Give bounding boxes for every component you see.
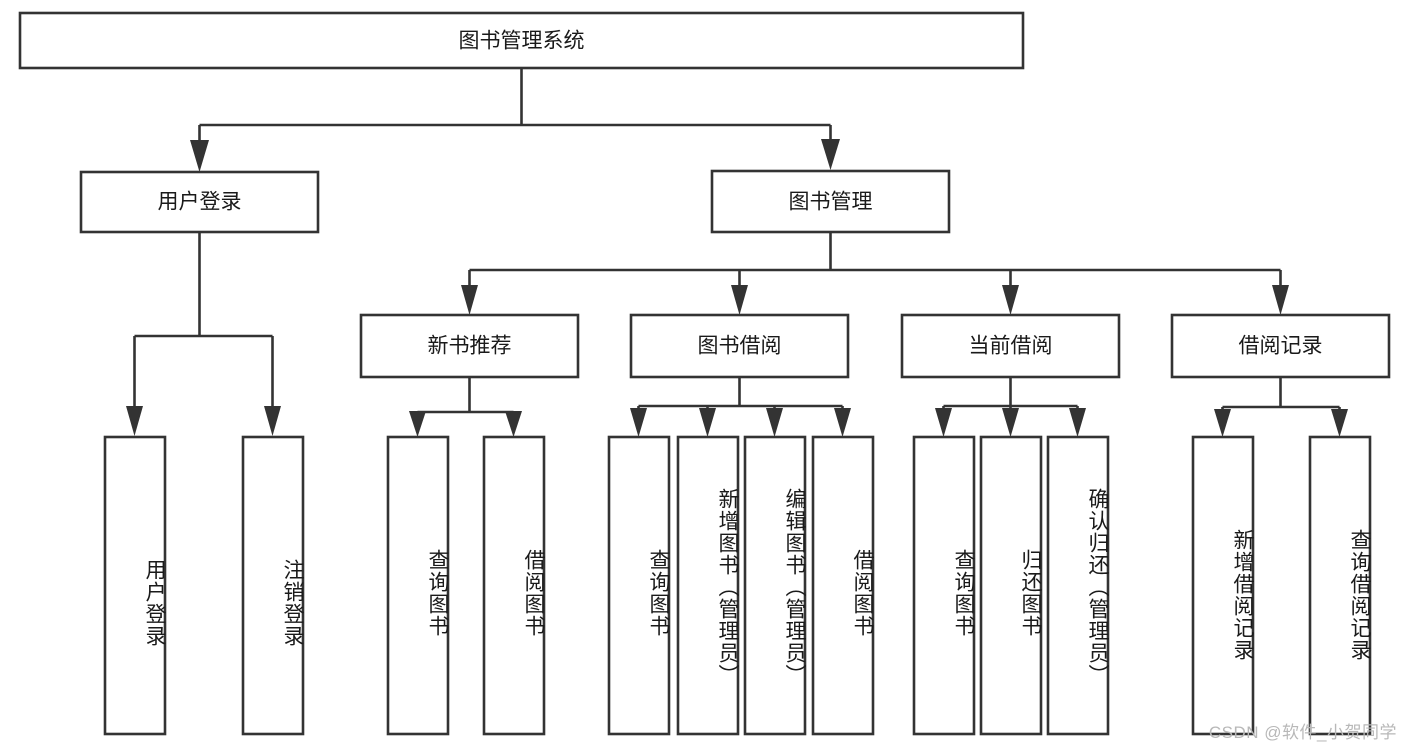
node-box-root[interactable]: [18, 11, 1025, 70]
node-layer: 图书管理系统 用户登录 图书管理 新书推荐 图书借阅 当前借阅 借阅记录: [18, 11, 1391, 736]
node-box-leaf-12[interactable]: [1191, 435, 1255, 736]
arrow-current-leaf10: [1002, 408, 1019, 437]
arrow-bookmgmt-current: [1002, 285, 1019, 315]
node-label-leaf-13: 查询借阅记录: [1348, 529, 1371, 661]
node-label-leaf-10: 归还图书: [1019, 549, 1042, 637]
node-label-leaf-1: 用户登录: [143, 559, 166, 647]
node-label-records: 借阅记录: [1239, 335, 1323, 358]
node-label-borrow: 图书借阅: [698, 335, 782, 358]
node-box-newbook[interactable]: [359, 313, 580, 379]
arrow-root-to-login: [190, 140, 209, 172]
node-label-leaf-4: 借阅图书: [522, 549, 545, 637]
node-box-login[interactable]: [79, 170, 320, 234]
node-label-leaf-5: 查询图书: [647, 549, 670, 637]
arrow-records-leaf12: [1214, 409, 1231, 437]
arrow-borrow-leaf5: [630, 408, 647, 437]
node-label-leaf-2: 注销登录: [281, 559, 304, 647]
node-box-leaf-3[interactable]: [386, 435, 450, 736]
node-label-current: 当前借阅: [969, 335, 1053, 358]
arrow-bookmgmt-records: [1272, 285, 1289, 315]
connector-layer: [126, 68, 1348, 437]
arrow-login-leaf2: [264, 406, 281, 436]
arrow-bookmgmt-borrow: [731, 285, 748, 315]
arrow-records-leaf13: [1331, 409, 1348, 437]
node-box-leaf-4[interactable]: [482, 435, 546, 736]
node-label-login: 用户登录: [158, 191, 242, 214]
node-box-leaf-13[interactable]: [1308, 435, 1372, 736]
node-label-leaf-6: 新增图书（管理员）: [716, 488, 739, 686]
node-label-leaf-12: 新增借阅记录: [1231, 529, 1254, 661]
node-label-root: 图书管理系统: [459, 30, 585, 53]
node-label-bookmgmt: 图书管理: [789, 191, 873, 214]
arrow-current-leaf9: [935, 408, 952, 437]
arrow-borrow-leaf8: [834, 408, 851, 437]
arrow-current-leaf11: [1069, 408, 1086, 437]
watermark-text: CSDN @软件_小贺同学: [1208, 723, 1397, 742]
arrow-login-leaf1: [126, 406, 143, 436]
node-box-bookmgmt[interactable]: [710, 169, 951, 234]
arrow-borrow-leaf7: [766, 408, 783, 437]
arrow-borrow-leaf6: [699, 408, 716, 437]
node-box-leaf-8[interactable]: [811, 435, 875, 736]
arrow-newbook-leaf3: [409, 411, 426, 437]
node-box-leaf-11[interactable]: [1046, 435, 1110, 736]
node-label-leaf-11: 确认归还（管理员）: [1086, 488, 1109, 686]
node-label-leaf-9: 查询图书: [952, 549, 975, 637]
arrow-bookmgmt-newbook: [461, 285, 478, 315]
node-box-borrow[interactable]: [629, 313, 850, 379]
node-label-leaf-7: 编辑图书（管理员）: [783, 488, 806, 686]
arrow-newbook-leaf4: [505, 411, 522, 437]
node-box-leaf-7[interactable]: [743, 435, 807, 736]
node-label-newbook: 新书推荐: [428, 335, 512, 358]
node-box-current[interactable]: [900, 313, 1121, 379]
node-label-leaf-3: 查询图书: [426, 549, 449, 637]
node-box-leaf-2[interactable]: [241, 435, 305, 736]
node-box-leaf-5[interactable]: [607, 435, 671, 736]
node-box-leaf-9[interactable]: [912, 435, 976, 736]
node-box-leaf-6[interactable]: [676, 435, 740, 736]
arrow-root-to-bookmgmt: [821, 139, 840, 170]
node-box-leaf-1[interactable]: [103, 435, 167, 736]
node-box-records[interactable]: [1170, 313, 1391, 379]
node-box-leaf-10[interactable]: [979, 435, 1043, 736]
node-label-leaf-8: 借阅图书: [851, 549, 874, 637]
